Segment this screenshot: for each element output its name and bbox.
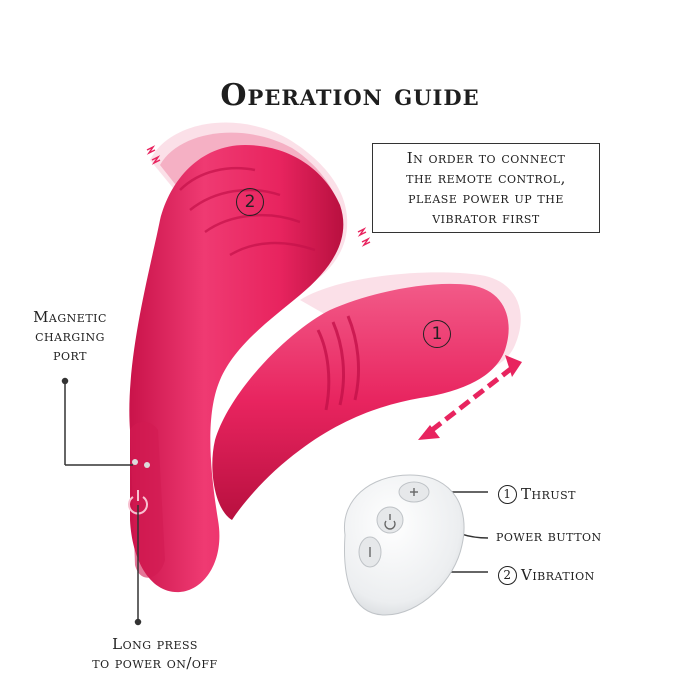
thrust-arrow xyxy=(418,355,522,440)
notice-line: vibrator first xyxy=(432,209,540,227)
thrust-number: 1 xyxy=(498,485,517,504)
charging-contact-2 xyxy=(144,462,150,468)
notice-text: In order to connect the remote control, … xyxy=(406,148,566,228)
label-line: to power on/off xyxy=(92,654,218,672)
thrust-text: Thrust xyxy=(521,485,577,503)
label-line: Long press xyxy=(112,635,198,653)
page-title: Operation guide xyxy=(220,78,480,113)
long-press-label: Long press to power on/off xyxy=(70,635,240,673)
notice-line: please power up the xyxy=(408,189,564,207)
main-body xyxy=(129,145,344,593)
vibration-marks-left xyxy=(146,145,161,165)
magnetic-charging-label: Magnetic charging port xyxy=(18,308,122,365)
charging-contact-1 xyxy=(132,459,138,465)
vibration-marks-right xyxy=(357,227,371,247)
shaft-ridges xyxy=(316,315,360,411)
remote-shell xyxy=(343,474,465,616)
label-line: port xyxy=(53,346,87,364)
notice-box: In order to connect the remote control, … xyxy=(372,143,600,233)
vibration-text: Vibration xyxy=(521,566,595,584)
vibration-number: 2 xyxy=(498,566,517,585)
part-marker-2: 2 xyxy=(236,188,264,216)
label-line: Magnetic xyxy=(33,308,107,326)
notice-line: the remote control, xyxy=(406,169,566,187)
power-button-label: power button xyxy=(496,527,602,545)
label-line: charging xyxy=(35,327,105,345)
part-marker-1: 1 xyxy=(423,320,451,348)
notice-line: In order to connect xyxy=(406,149,566,167)
